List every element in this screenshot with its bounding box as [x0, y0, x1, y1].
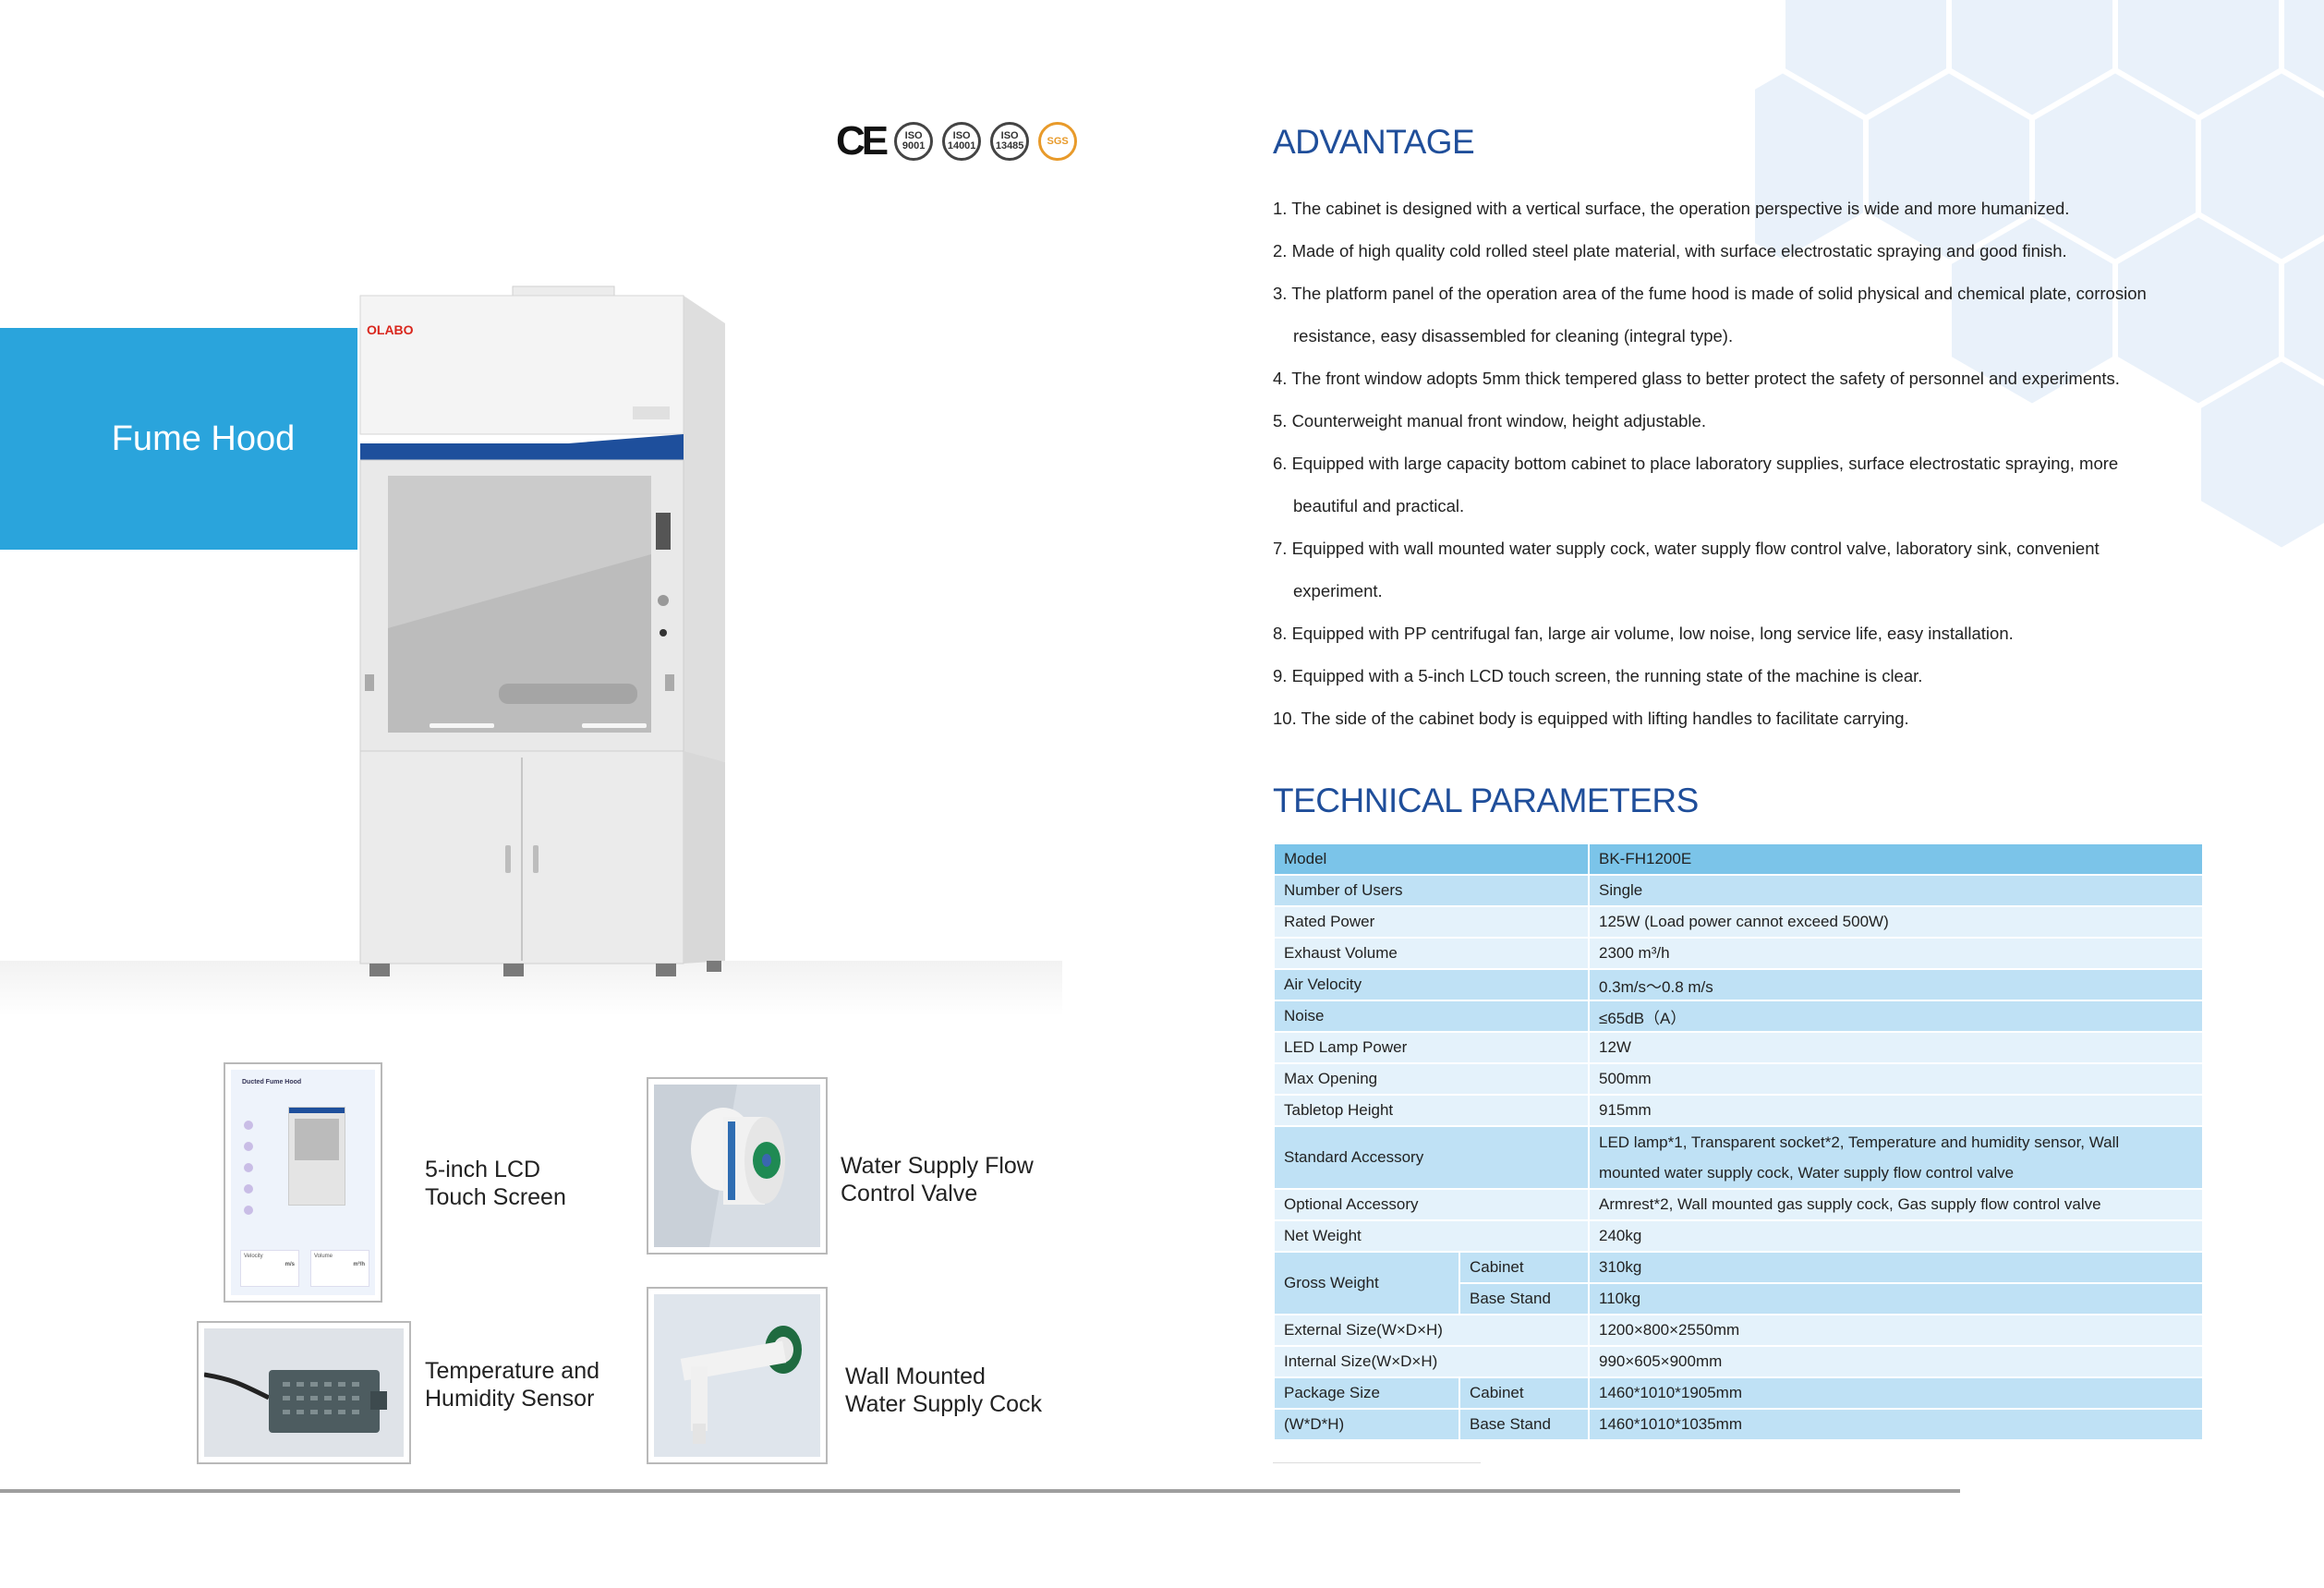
advantage-item: 4. The front window adopts 5mm thick tem… — [1273, 369, 2120, 388]
advantage-item: 9. Equipped with a 5-inch LCD touch scre… — [1273, 666, 1923, 685]
bottom-divider — [0, 1489, 1960, 1493]
advantage-list: 1. The cabinet is designed with a vertic… — [1273, 188, 2206, 740]
technical-heading: TECHNICAL PARAMETERS — [1273, 782, 1699, 819]
sensor-thumbnail — [197, 1321, 411, 1464]
lcd-screen-thumbnail: Ducted Fume Hood Velocity m/s Volume m³/… — [224, 1062, 382, 1303]
divider — [1273, 1462, 1481, 1463]
volume-label: Volume — [314, 1254, 333, 1259]
advantage-item: 3. The platform panel of the operation a… — [1273, 284, 2147, 345]
table-row: Internal Size(W×D×H)990×605×900mm — [1273, 1345, 2204, 1378]
advantage-item: 1. The cabinet is designed with a vertic… — [1273, 199, 2070, 218]
table-row: External Size(W×D×H)1200×800×2550mm — [1273, 1314, 2204, 1347]
iso-13485-badge: ISO 13485 — [990, 122, 1030, 161]
flow-valve-icon — [654, 1085, 820, 1247]
hood-brand-logo: OLABO — [367, 322, 414, 337]
advantage-item: 7. Equipped with wall mounted water supp… — [1273, 539, 2100, 600]
table-row: Standard Accessory LED lamp*1, Transpare… — [1273, 1125, 2204, 1190]
feature-label-water-cock: Wall Mounted Water Supply Cock — [845, 1364, 1043, 1417]
sgs-badge: SGS — [1038, 122, 1078, 161]
advantage-item: 2. Made of high quality cold rolled stee… — [1273, 241, 2067, 261]
water-cock-icon — [654, 1294, 820, 1457]
iso-14001-badge: ISO 14001 — [942, 122, 982, 161]
advantage-item: 6. Equipped with large capacity bottom c… — [1273, 454, 2119, 515]
feature-label-sensor: Temperature and Humidity Sensor — [425, 1358, 600, 1412]
fume-hood-image: OLABO — [359, 285, 725, 976]
floor-shadow — [0, 961, 1062, 1016]
feature-label-flow-valve: Water Supply Flow Control Valve — [841, 1153, 1034, 1206]
feature-label-lcd: 5-inch LCD Touch Screen — [425, 1157, 566, 1210]
advantage-heading: ADVANTAGE — [1273, 123, 1475, 161]
iso-9001-badge: ISO 9001 — [894, 122, 934, 161]
sensor-icon — [203, 1328, 404, 1457]
velocity-label: Velocity — [244, 1254, 263, 1259]
velocity-unit: m/s — [284, 1262, 295, 1267]
advantage-item: 10. The side of the cabinet body is equi… — [1273, 709, 1909, 728]
volume-unit: m³/h — [353, 1262, 365, 1267]
advantage-item: 8. Equipped with PP centrifugal fan, lar… — [1273, 624, 2014, 643]
title-banner — [0, 328, 357, 550]
water-cock-thumbnail — [647, 1287, 828, 1464]
certification-logos: CE ISO 9001 ISO 14001 ISO 13485 SGS — [836, 118, 1078, 164]
lcd-title: Ducted Fume Hood — [242, 1079, 302, 1085]
hexagon-decoration — [1755, 0, 2324, 554]
lcd-screen-icon: Ducted Fume Hood Velocity m/s Volume m³/… — [231, 1070, 375, 1295]
advantage-item: 5. Counterweight manual front window, he… — [1273, 411, 1706, 430]
page-title: Fume Hood — [111, 418, 296, 458]
table-row: Noise≤65dB（A） — [1273, 1000, 2204, 1033]
ce-mark: CE — [836, 118, 889, 164]
flow-valve-thumbnail — [647, 1077, 828, 1255]
